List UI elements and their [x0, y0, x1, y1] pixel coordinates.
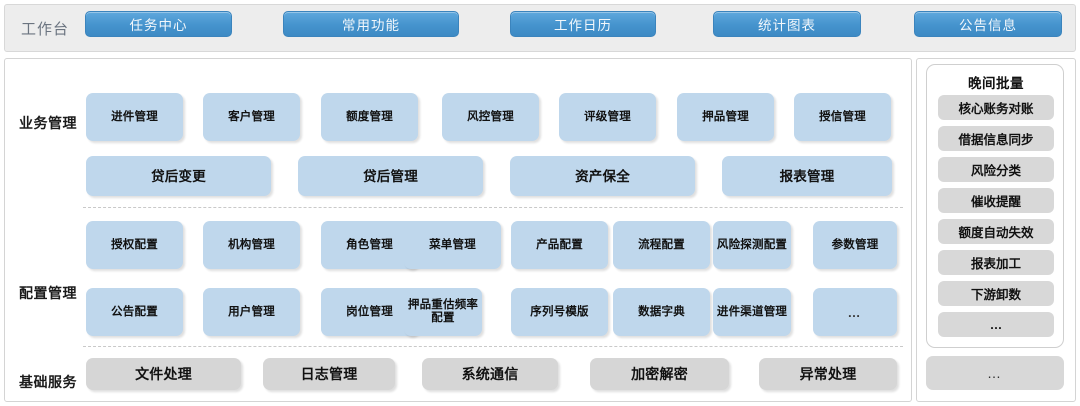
batch-item-5[interactable]: 额度自动失效: [938, 219, 1054, 244]
tile-s2-r1-5[interactable]: 产品配置: [511, 221, 608, 269]
section-label-3: 基础服务: [19, 374, 77, 390]
tile-s2-r1-7[interactable]: 风险探测配置: [713, 221, 791, 269]
tile-s2-r1-1[interactable]: 授权配置: [86, 221, 183, 269]
batch-item-8[interactable]: …: [938, 312, 1054, 337]
function-board: 业务管理进件管理客户管理额度管理风控管理评级管理押品管理授信管理贷后变更贷后管理…: [4, 58, 912, 402]
tile-s1-r1-7[interactable]: 授信管理: [794, 93, 891, 141]
toolbar-tab-2[interactable]: 常用功能: [283, 11, 459, 37]
tile-s2-r2-7[interactable]: 进件渠道管理: [713, 288, 791, 336]
tile-s2-r2-4[interactable]: 押品重估频率配置: [404, 288, 482, 336]
toolbar-tab-4[interactable]: 统计图表: [713, 11, 861, 37]
batch-item-1[interactable]: 核心账务对账: [938, 95, 1054, 120]
toolbar-tab-1[interactable]: 任务中心: [85, 11, 232, 37]
tile-s1-r2-2[interactable]: 贷后管理: [298, 156, 483, 196]
tile-s1-r1-3[interactable]: 额度管理: [321, 93, 418, 141]
tile-s3-r1-4[interactable]: 加密解密: [590, 358, 729, 390]
evening-batch-panel: 晚间批量 核心账务对账借据信息同步风险分类催收提醒额度自动失效报表加工下游卸数 …: [926, 64, 1064, 348]
tile-s2-r1-2[interactable]: 机构管理: [203, 221, 300, 269]
tile-s1-r1-5[interactable]: 评级管理: [559, 93, 656, 141]
tile-s3-r1-1[interactable]: 文件处理: [86, 358, 241, 390]
tile-s1-r2-3[interactable]: 资产保全: [510, 156, 695, 196]
tile-s2-r1-3[interactable]: 角色管理: [321, 221, 418, 269]
tile-s1-r2-1[interactable]: 贷后变更: [86, 156, 271, 196]
batch-column-frame: [916, 58, 1076, 402]
toolbar-tab-3[interactable]: 工作日历: [510, 11, 656, 37]
batch-item-4[interactable]: 催收提醒: [938, 188, 1054, 213]
tile-s2-r2-8[interactable]: …: [813, 288, 897, 336]
tile-s1-r1-2[interactable]: 客户管理: [203, 93, 300, 141]
tile-s2-r1-4[interactable]: 菜单管理: [404, 221, 501, 269]
tile-s2-r2-6[interactable]: 数据字典: [613, 288, 710, 336]
batch-item-6[interactable]: 报表加工: [938, 250, 1054, 275]
tile-s3-r1-3[interactable]: 系统通信: [422, 358, 558, 390]
workbench-label: 工作台: [21, 20, 70, 38]
tile-s2-r1-6[interactable]: 流程配置: [613, 221, 710, 269]
batch-item-2[interactable]: 借据信息同步: [938, 126, 1054, 151]
tile-s2-r2-3[interactable]: 岗位管理: [321, 288, 418, 336]
tile-s2-r2-5[interactable]: 序列号模版: [511, 288, 608, 336]
section-label-1: 业务管理: [19, 115, 77, 131]
batch-more-button[interactable]: …: [926, 356, 1064, 390]
section-divider-1: [83, 207, 903, 208]
tile-s1-r1-1[interactable]: 进件管理: [86, 93, 183, 141]
tile-s2-r2-1[interactable]: 公告配置: [86, 288, 183, 336]
toolbar-tab-5[interactable]: 公告信息: [914, 11, 1062, 37]
tile-s1-r1-4[interactable]: 风控管理: [442, 93, 539, 141]
tile-s1-r2-4[interactable]: 报表管理: [722, 156, 892, 196]
tile-s1-r1-6[interactable]: 押品管理: [677, 93, 774, 141]
section-divider-2: [83, 346, 903, 347]
evening-batch-title: 晚间批量: [968, 76, 1024, 91]
tile-s3-r1-5[interactable]: 异常处理: [759, 358, 897, 390]
tile-s2-r1-8[interactable]: 参数管理: [813, 221, 897, 269]
section-label-2: 配置管理: [19, 285, 77, 301]
tile-s2-r2-2[interactable]: 用户管理: [203, 288, 300, 336]
batch-item-7[interactable]: 下游卸数: [938, 281, 1054, 306]
tile-s3-r1-2[interactable]: 日志管理: [263, 358, 395, 390]
batch-item-3[interactable]: 风险分类: [938, 157, 1054, 182]
